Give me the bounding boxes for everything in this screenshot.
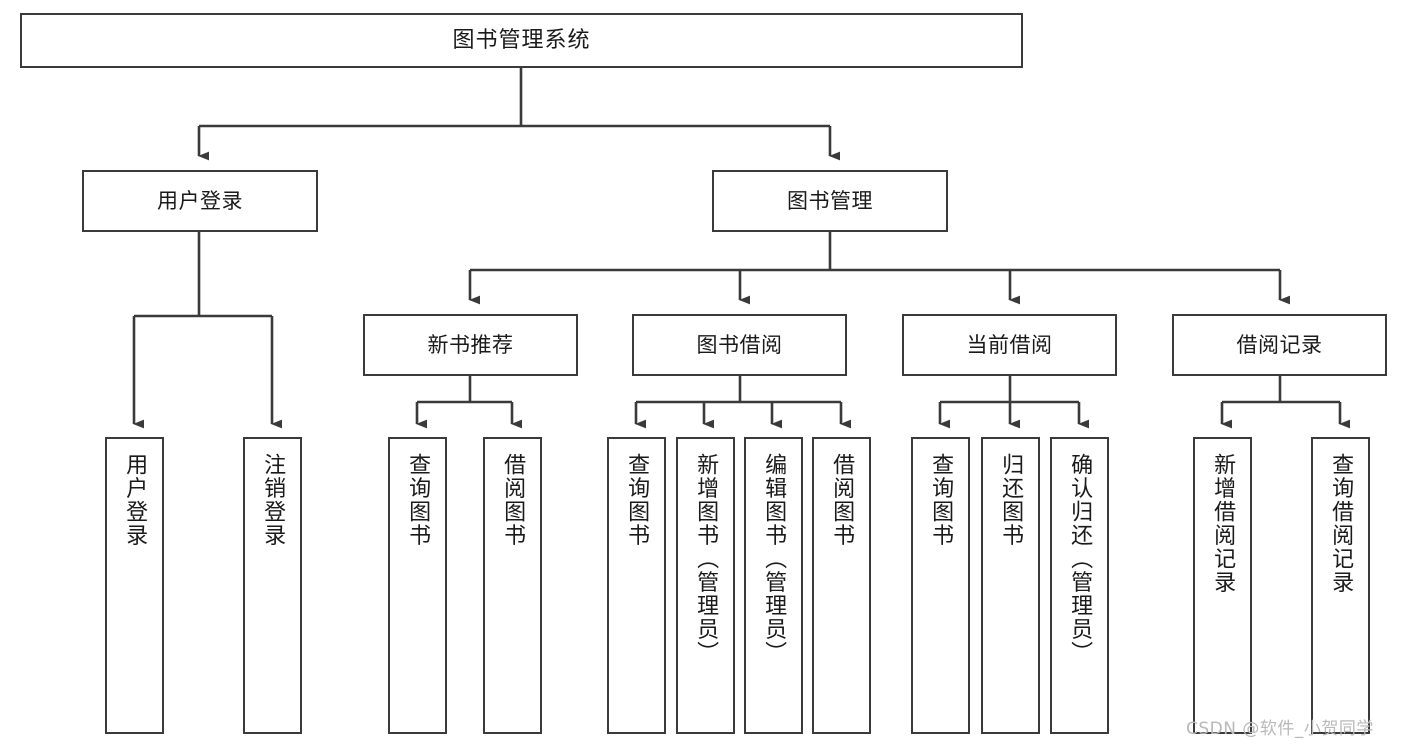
leaf-cb-query-book[interactable]: 查询图书 xyxy=(911,437,970,734)
node-label: 归还图书 xyxy=(998,453,1024,547)
node-root-book-management-system[interactable]: 图书管理系统 xyxy=(20,13,1023,68)
node-label: 用户登录 xyxy=(157,188,243,213)
node-new-book-recommend[interactable]: 新书推荐 xyxy=(363,314,578,376)
node-label: 新增图书（管理员） xyxy=(693,453,719,665)
node-label: 编辑图书（管理员） xyxy=(761,453,787,665)
leaf-logout[interactable]: 注销登录 xyxy=(243,437,302,734)
node-label: 查询图书 xyxy=(405,453,431,547)
leaf-bb-add-book[interactable]: 新增图书（管理员） xyxy=(676,437,735,734)
leaf-nb-query-book[interactable]: 查询图书 xyxy=(388,437,447,734)
leaf-cb-return-book[interactable]: 归还图书 xyxy=(981,437,1040,734)
node-label: 借阅图书 xyxy=(829,453,855,547)
node-book-borrow[interactable]: 图书借阅 xyxy=(632,314,847,376)
node-label: 图书借阅 xyxy=(696,332,783,357)
node-user-login[interactable]: 用户登录 xyxy=(82,170,318,232)
leaf-bb-borrow-book[interactable]: 借阅图书 xyxy=(812,437,871,734)
node-current-borrow[interactable]: 当前借阅 xyxy=(902,314,1117,376)
node-borrow-record[interactable]: 借阅记录 xyxy=(1172,314,1387,376)
node-label: 新增借阅记录 xyxy=(1210,453,1236,594)
leaf-br-add-record[interactable]: 新增借阅记录 xyxy=(1193,437,1252,734)
leaf-cb-confirm-return[interactable]: 确认归还（管理员） xyxy=(1050,437,1109,734)
node-label: 确认归还（管理员） xyxy=(1067,453,1093,665)
node-label: 图书管理系统 xyxy=(452,27,591,53)
node-label: 借阅记录 xyxy=(1236,332,1323,357)
node-label: 用户登录 xyxy=(122,453,148,547)
node-label: 当前借阅 xyxy=(966,332,1053,357)
node-label: 图书管理 xyxy=(787,188,873,213)
node-label: 新书推荐 xyxy=(427,332,514,357)
node-label: 查询借阅记录 xyxy=(1328,453,1354,594)
node-label: 借阅图书 xyxy=(500,453,526,547)
node-label: 查询图书 xyxy=(624,453,650,547)
leaf-user-login[interactable]: 用户登录 xyxy=(105,437,164,734)
leaf-nb-borrow-book[interactable]: 借阅图书 xyxy=(483,437,542,734)
leaf-bb-query-book[interactable]: 查询图书 xyxy=(607,437,666,734)
node-book-management[interactable]: 图书管理 xyxy=(712,170,948,232)
node-label: 注销登录 xyxy=(260,453,286,547)
node-label: 查询图书 xyxy=(928,453,954,547)
leaf-bb-edit-book[interactable]: 编辑图书（管理员） xyxy=(744,437,803,734)
leaf-br-query-record[interactable]: 查询借阅记录 xyxy=(1311,437,1370,734)
csdn-watermark: CSDN @软件_小贺同学 xyxy=(1186,719,1374,739)
